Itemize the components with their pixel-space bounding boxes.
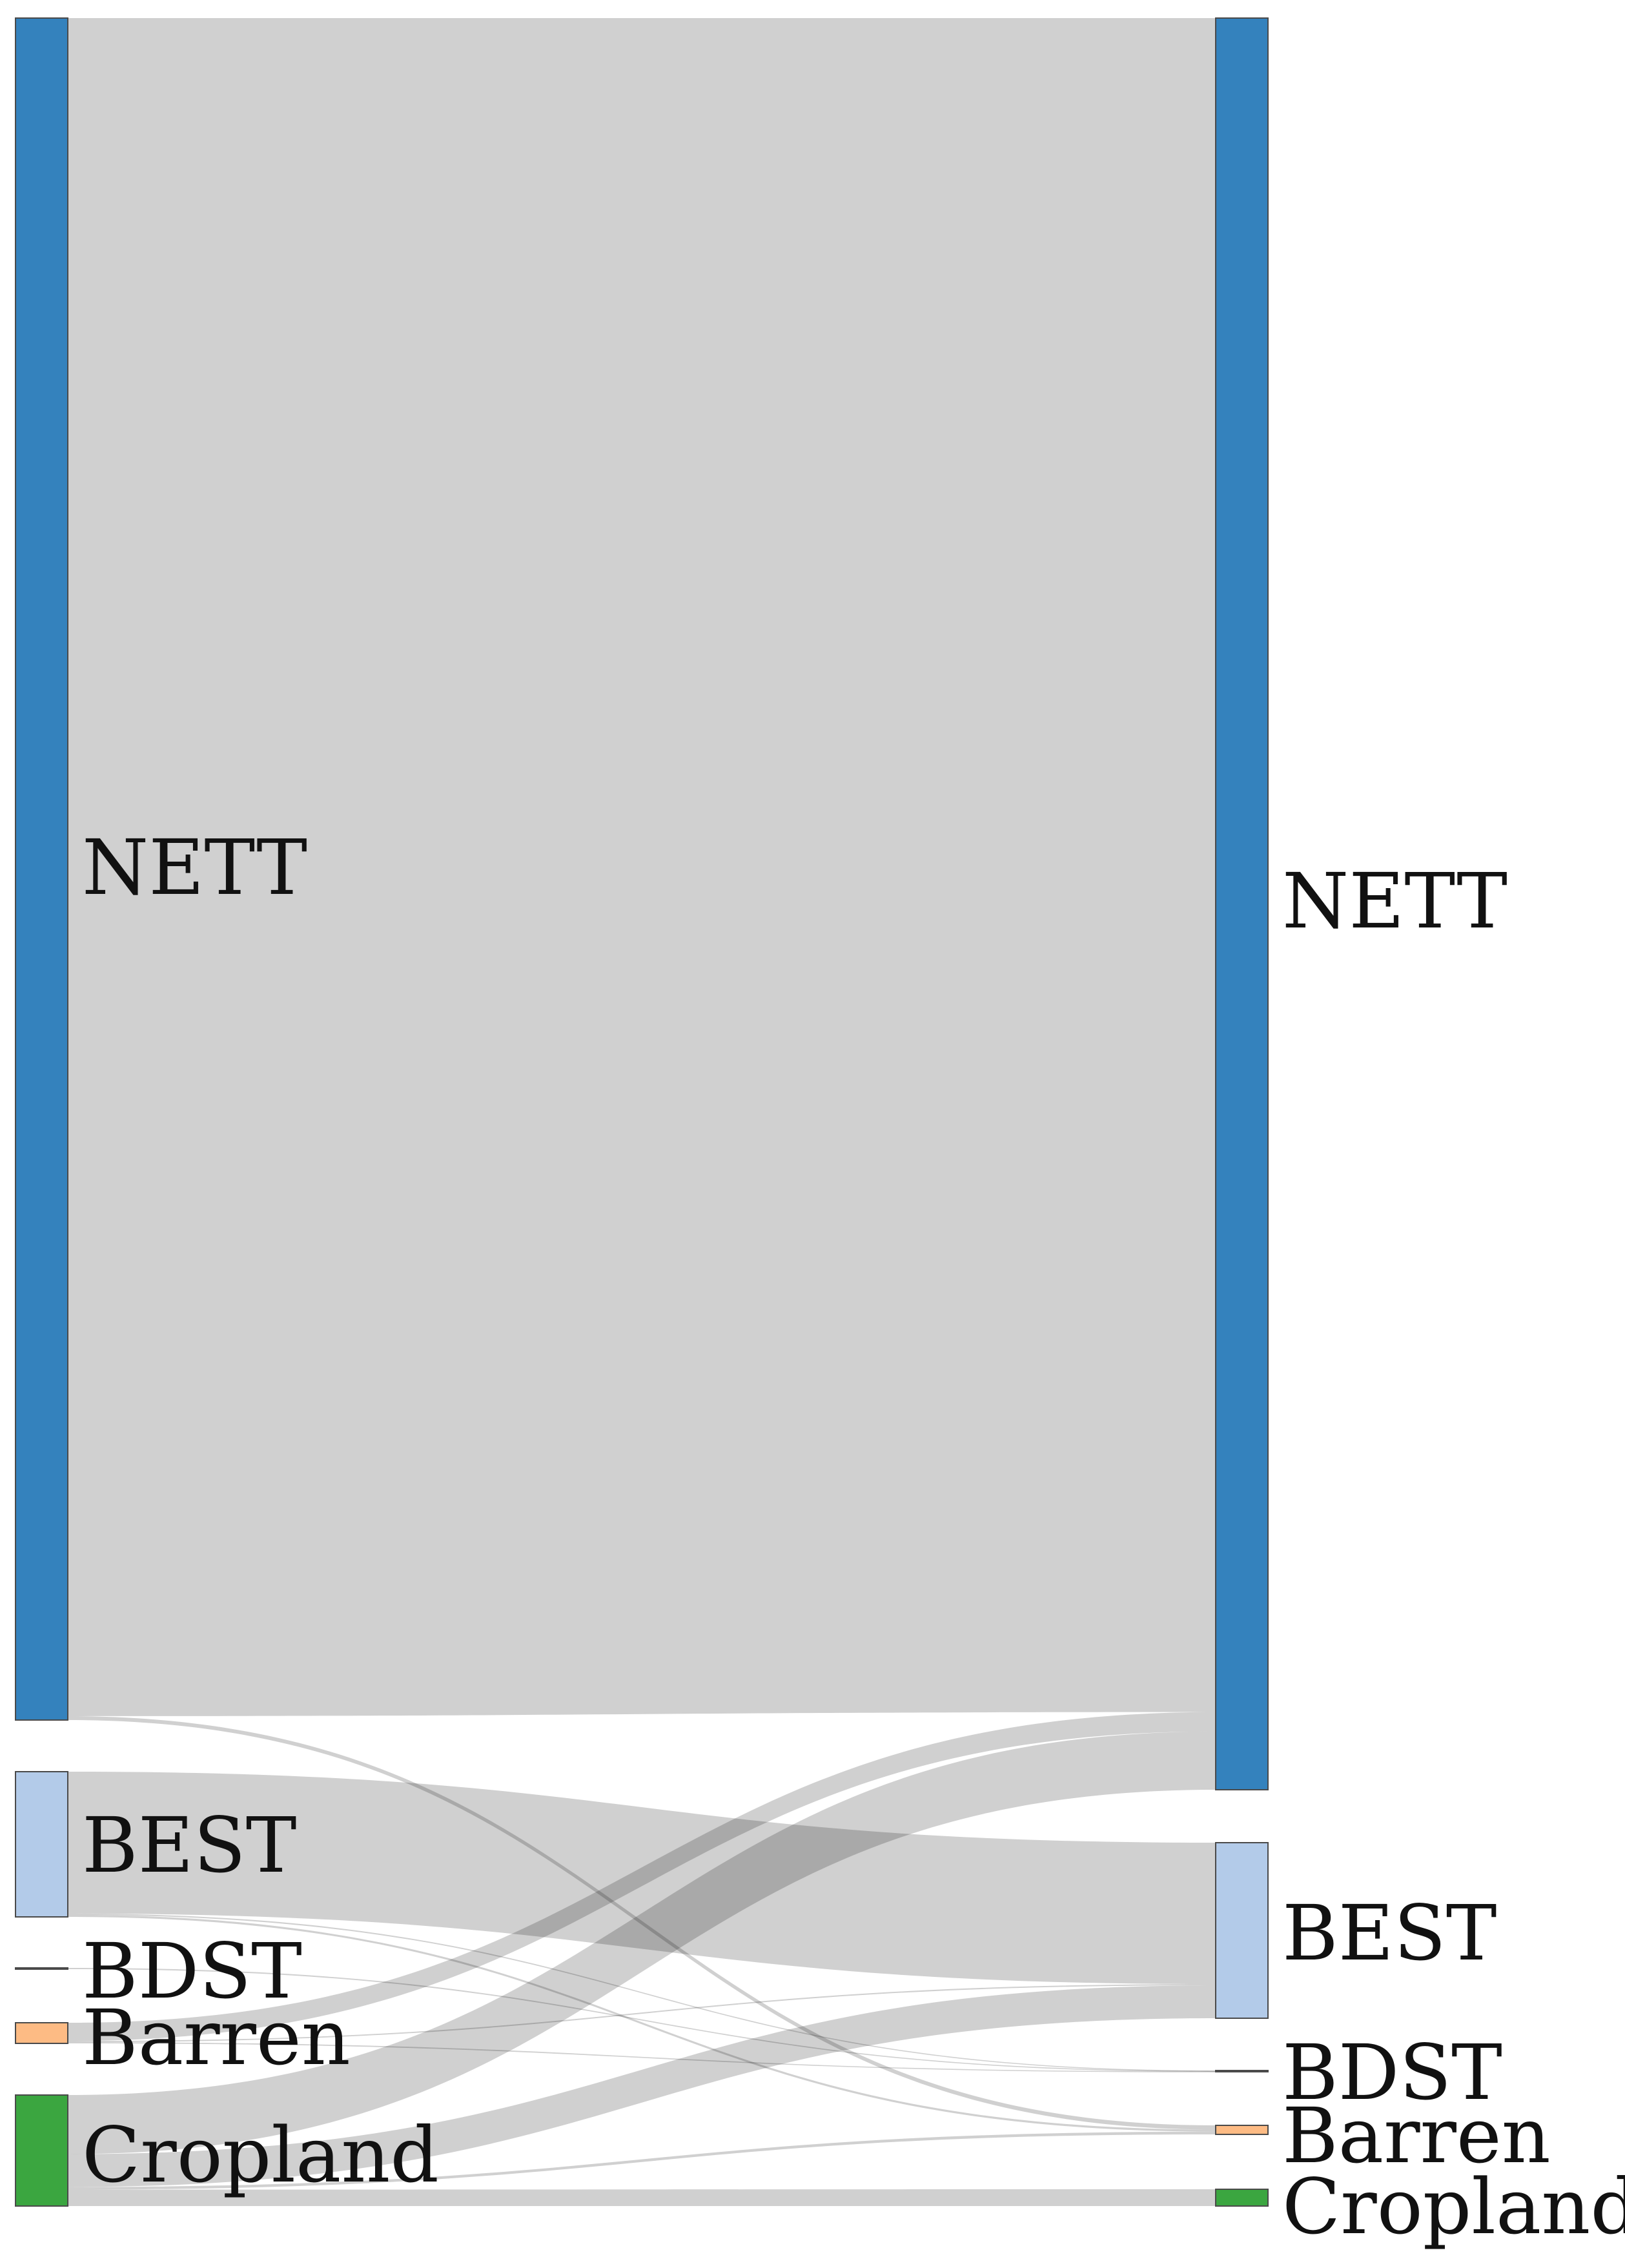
- sankey-nodes: [15, 17, 1269, 2207]
- left-node-barren: [15, 2022, 68, 2044]
- link-bdst-to-bdst: [68, 1968, 1216, 2072]
- left-node-label-nett: NETT: [82, 823, 307, 912]
- link-best-to-bdst: [68, 1913, 1216, 2072]
- right-node-label-nett: NETT: [1282, 856, 1507, 946]
- right-node-label-bdst: BDST: [1282, 2028, 1502, 2117]
- left-node-nett: [15, 17, 68, 1721]
- left-node-best: [15, 1771, 68, 1918]
- left-node-bdst: [15, 1967, 68, 1970]
- right-node-barren: [1215, 2125, 1269, 2135]
- left-node-label-best: BEST: [82, 1801, 296, 1890]
- link-cropland-to-cropland: [68, 2189, 1216, 2206]
- link-barren-to-bdst: [68, 2042, 1216, 2072]
- right-node-label-barren: Barren: [1282, 2091, 1551, 2180]
- link-nett-to-nett: [68, 18, 1216, 1716]
- right-node-label-cropland: Cropland: [1282, 2162, 1625, 2251]
- link-cropland-to-best: [68, 1985, 1216, 2187]
- left-node-label-barren: Barren: [82, 1993, 351, 2082]
- sankey-links: [68, 18, 1216, 2206]
- right-node-cropland: [1215, 2189, 1269, 2207]
- link-cropland-to-barren: [68, 2131, 1216, 2190]
- link-barren-to-nett: [68, 1712, 1216, 2041]
- left-node-label-cropland: Cropland: [82, 2111, 439, 2200]
- right-node-nett: [1215, 17, 1269, 1790]
- link-barren-to-best: [68, 1984, 1216, 2043]
- link-best-to-barren: [68, 1914, 1216, 2132]
- link-cropland-to-nett: [68, 1731, 1216, 2154]
- left-node-cropland: [15, 2094, 68, 2207]
- right-node-bdst: [1215, 2070, 1269, 2072]
- right-node-label-best: BEST: [1282, 1888, 1497, 1978]
- right-node-best: [1215, 1842, 1269, 2019]
- left-node-label-bdst: BDST: [82, 1927, 302, 2016]
- sankey-labels: NETTBESTBDSTBarrenCroplandNETTBESTBDSTBa…: [82, 823, 1625, 2251]
